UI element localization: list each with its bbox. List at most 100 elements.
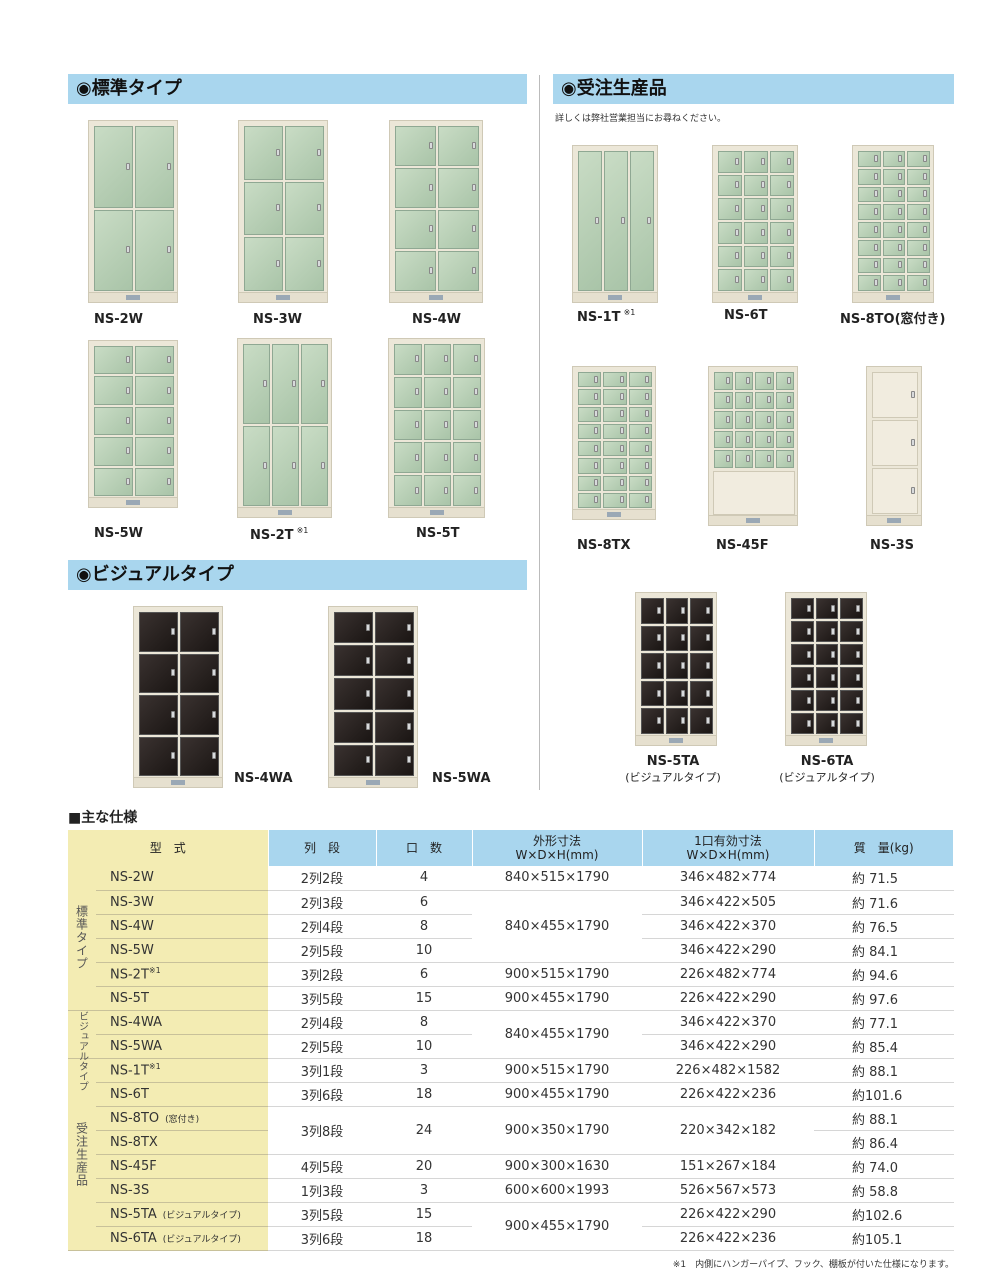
lock-icon (619, 392, 624, 400)
cell-outer: 840×515×1790 (472, 866, 642, 891)
lock-icon (911, 391, 915, 398)
lock-icon (429, 141, 433, 149)
locker-door (840, 621, 863, 642)
lock-icon (366, 689, 370, 697)
cell-doors: 10 (376, 1034, 472, 1059)
lock-icon (619, 410, 624, 418)
lock-icon (366, 623, 370, 631)
lock-icon (831, 650, 836, 658)
group-visual: ビジュアルタイプ (68, 1009, 96, 1091)
lock-icon (898, 190, 903, 198)
lock-icon (644, 444, 649, 452)
cell-layout: 3列1段 (268, 1057, 376, 1083)
lock-icon (831, 627, 836, 635)
lock-icon (806, 604, 811, 612)
lock-icon (787, 228, 791, 236)
cell-layout: 4列5段 (268, 1154, 376, 1179)
nameplate-icon (126, 295, 140, 300)
lock-icon (766, 415, 771, 423)
lock-icon (922, 225, 927, 233)
cell-weight: 約 84.1 (814, 938, 954, 963)
locker-door (775, 450, 794, 468)
locker-door (375, 612, 414, 644)
model-text: NS-5TA (110, 1206, 157, 1222)
lock-icon (806, 627, 811, 635)
lock-icon (705, 689, 710, 697)
locker-door (714, 372, 733, 390)
lock-icon (619, 427, 624, 435)
locker-door (395, 251, 436, 291)
locker-door (714, 411, 733, 429)
table-row: NS-5T 3列5段 15 900×455×1790 226×422×290 約… (68, 986, 954, 1011)
model-label-ns5t: NS-5T (416, 526, 460, 541)
locker-door (665, 625, 689, 652)
cell-doors: 20 (376, 1154, 472, 1179)
locker-door (180, 612, 219, 652)
locker-door (244, 181, 283, 236)
locker-door (690, 625, 713, 652)
locker-door (882, 186, 906, 203)
locker-door (718, 198, 742, 220)
note-mark: ※1 (148, 1061, 161, 1071)
locker-door (770, 151, 794, 173)
lock-icon (922, 208, 927, 216)
locker-door (858, 222, 881, 238)
locker-door (628, 492, 652, 508)
locker-door (603, 372, 627, 388)
lock-icon (656, 717, 661, 725)
locker-door (815, 644, 839, 665)
model-text: NS-6TA (110, 1230, 157, 1246)
lock-icon (831, 696, 836, 704)
model-label-ns8tx: NS-8TX (577, 538, 631, 553)
lower-panel (713, 471, 795, 515)
cell-layout: 2列4段 (268, 914, 376, 939)
lock-icon (472, 225, 476, 233)
cell-model: NS-5TA(ビジュアルタイプ) (96, 1202, 268, 1227)
model-label-ns5wa: NS-5WA (432, 771, 491, 786)
locker-door (791, 621, 814, 642)
locker-door (755, 372, 774, 390)
lock-icon (725, 396, 730, 404)
lock-icon (806, 696, 811, 704)
locker-door (394, 475, 422, 506)
lock-icon (911, 487, 915, 494)
locker-door (180, 695, 219, 735)
nameplate-icon (746, 518, 760, 523)
lock-icon (746, 376, 750, 384)
locker-base (573, 509, 655, 519)
cell-inner: 226×422×236 (642, 1226, 814, 1251)
locker-door (718, 245, 742, 268)
nameplate-icon (171, 780, 185, 785)
cell-inner: 220×342×182 (642, 1106, 814, 1155)
locker-door (301, 426, 328, 506)
cell-layout: 2列3段 (268, 890, 376, 915)
header-layout: 列 段 (268, 830, 377, 866)
lock-icon (619, 444, 624, 452)
locker-door (858, 257, 881, 274)
cell-inner: 346×482×774 (642, 866, 814, 891)
locker-door (423, 409, 452, 441)
locker-door (791, 667, 814, 688)
locker-door (94, 467, 133, 496)
locker-door (858, 239, 881, 256)
locker-door (301, 344, 328, 424)
locker-door (641, 708, 664, 734)
locker-door (94, 126, 133, 208)
locker-door (665, 680, 689, 707)
cell-weight: 約 88.1 (814, 1106, 954, 1131)
locker-door (423, 344, 452, 375)
nameplate-icon (748, 295, 762, 300)
model-label-ns2w: NS-2W (94, 312, 144, 327)
lock-icon (473, 355, 478, 363)
locker-base (239, 292, 327, 302)
locker-door (438, 209, 479, 250)
lock-icon (644, 375, 649, 383)
locker-door (815, 621, 839, 642)
lock-icon (746, 396, 750, 404)
lock-icon (898, 154, 903, 162)
header-outer-2: W×D×H(mm) (515, 848, 599, 862)
locker-door (755, 430, 774, 449)
lock-icon (922, 154, 927, 162)
locker-door (628, 372, 652, 388)
lock-icon (429, 225, 433, 233)
